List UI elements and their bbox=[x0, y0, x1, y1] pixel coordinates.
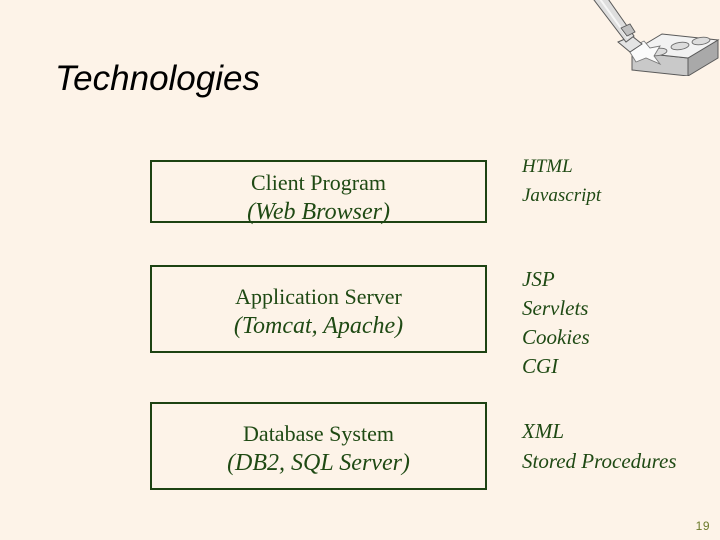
tech-item: JSP bbox=[522, 267, 555, 291]
block-hole-icon bbox=[691, 36, 711, 46]
page-number: 19 bbox=[695, 519, 710, 533]
layer-box-client-subtitle: (Web Browser) bbox=[247, 199, 390, 225]
layer-box-client: Client Program (Web Browser) bbox=[150, 160, 487, 225]
tech-item: HTML bbox=[522, 156, 573, 177]
layer-box-database: Database System (DB2, SQL Server) bbox=[150, 402, 487, 490]
page-title: Technologies bbox=[55, 59, 260, 98]
layer-box-database-subtitle: (DB2, SQL Server) bbox=[227, 450, 410, 476]
tech-item: CGI bbox=[522, 354, 559, 378]
trowel-ferrule-icon bbox=[620, 23, 636, 37]
layer-box-appserver: Application Server (Tomcat, Apache) bbox=[150, 265, 487, 353]
tech-item: Servlets bbox=[522, 296, 589, 320]
tech-item: XML bbox=[522, 419, 564, 443]
tech-list-appserver: JSP Servlets Cookies CGI bbox=[522, 265, 590, 381]
tech-item: Cookies bbox=[522, 325, 590, 349]
tech-item: Javascript bbox=[522, 185, 602, 206]
tech-item: Stored Procedures bbox=[522, 449, 677, 473]
layer-box-database-title: Database System bbox=[243, 421, 394, 446]
tech-list-client: HTML Javascript bbox=[522, 152, 601, 210]
layer-box-appserver-title: Application Server bbox=[235, 284, 402, 309]
tech-list-database: XML Stored Procedures bbox=[522, 416, 677, 476]
trowel-and-cinder-block-clipart bbox=[588, 0, 720, 77]
cinder-block-icon bbox=[593, 0, 720, 77]
block-hole-icon bbox=[670, 41, 690, 51]
layer-box-client-title: Client Program bbox=[250, 170, 387, 195]
layer-box-appserver-subtitle: (Tomcat, Apache) bbox=[233, 313, 404, 339]
